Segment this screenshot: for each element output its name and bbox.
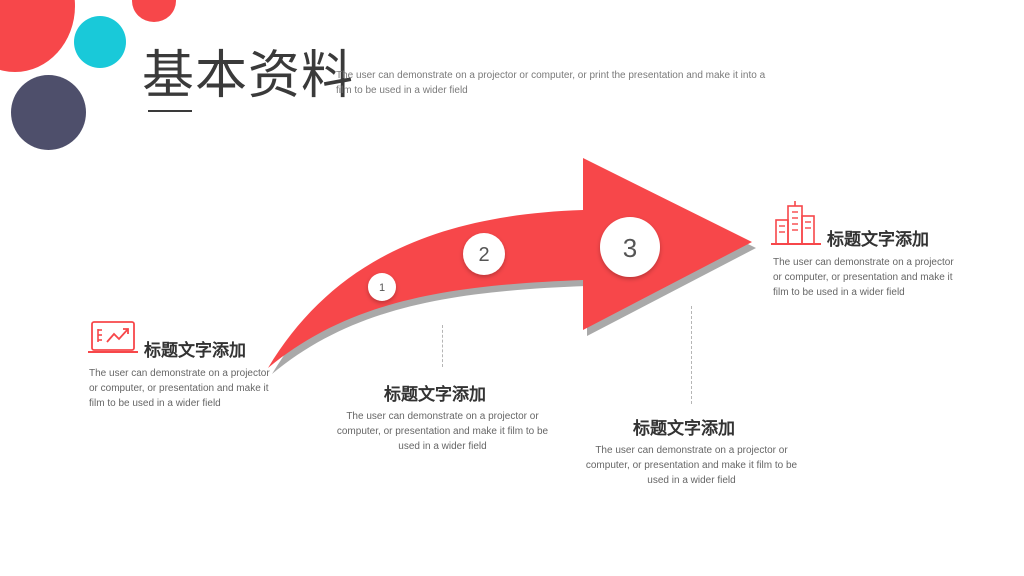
page-subtitle: The user can demonstrate on a projector … xyxy=(336,70,766,96)
step-marker-2: 2 xyxy=(463,233,505,275)
item-1-text: The user can demonstrate on a projector … xyxy=(89,368,270,409)
page-title: 基本资料 xyxy=(142,46,355,106)
step-number-1: 1 xyxy=(379,282,385,294)
decor-circle-cyan xyxy=(74,16,126,68)
item-4-text: The user can demonstrate on a projector … xyxy=(773,257,954,298)
buildings-icon xyxy=(771,201,821,245)
step-marker-3: 3 xyxy=(600,217,660,277)
laptop-chart-icon xyxy=(88,321,138,353)
decor-circle-dark xyxy=(11,75,86,150)
item-3-heading: 标题文字添加 xyxy=(633,419,735,439)
decor-circle-red-small xyxy=(132,0,176,22)
connector-line-3 xyxy=(691,306,692,404)
item-2-text: The user can demonstrate on a projector … xyxy=(336,411,549,452)
arrow-body xyxy=(268,158,752,368)
connector-line-2 xyxy=(442,325,443,367)
step-number-3: 3 xyxy=(623,233,637,263)
item-2-heading: 标题文字添加 xyxy=(384,385,486,405)
item-3-text: The user can demonstrate on a projector … xyxy=(585,445,798,486)
step-number-2: 2 xyxy=(478,244,489,266)
item-1-heading: 标题文字添加 xyxy=(144,341,246,361)
item-4-heading: 标题文字添加 xyxy=(827,230,929,250)
title-underline xyxy=(148,110,192,112)
step-marker-1: 1 xyxy=(368,273,396,301)
